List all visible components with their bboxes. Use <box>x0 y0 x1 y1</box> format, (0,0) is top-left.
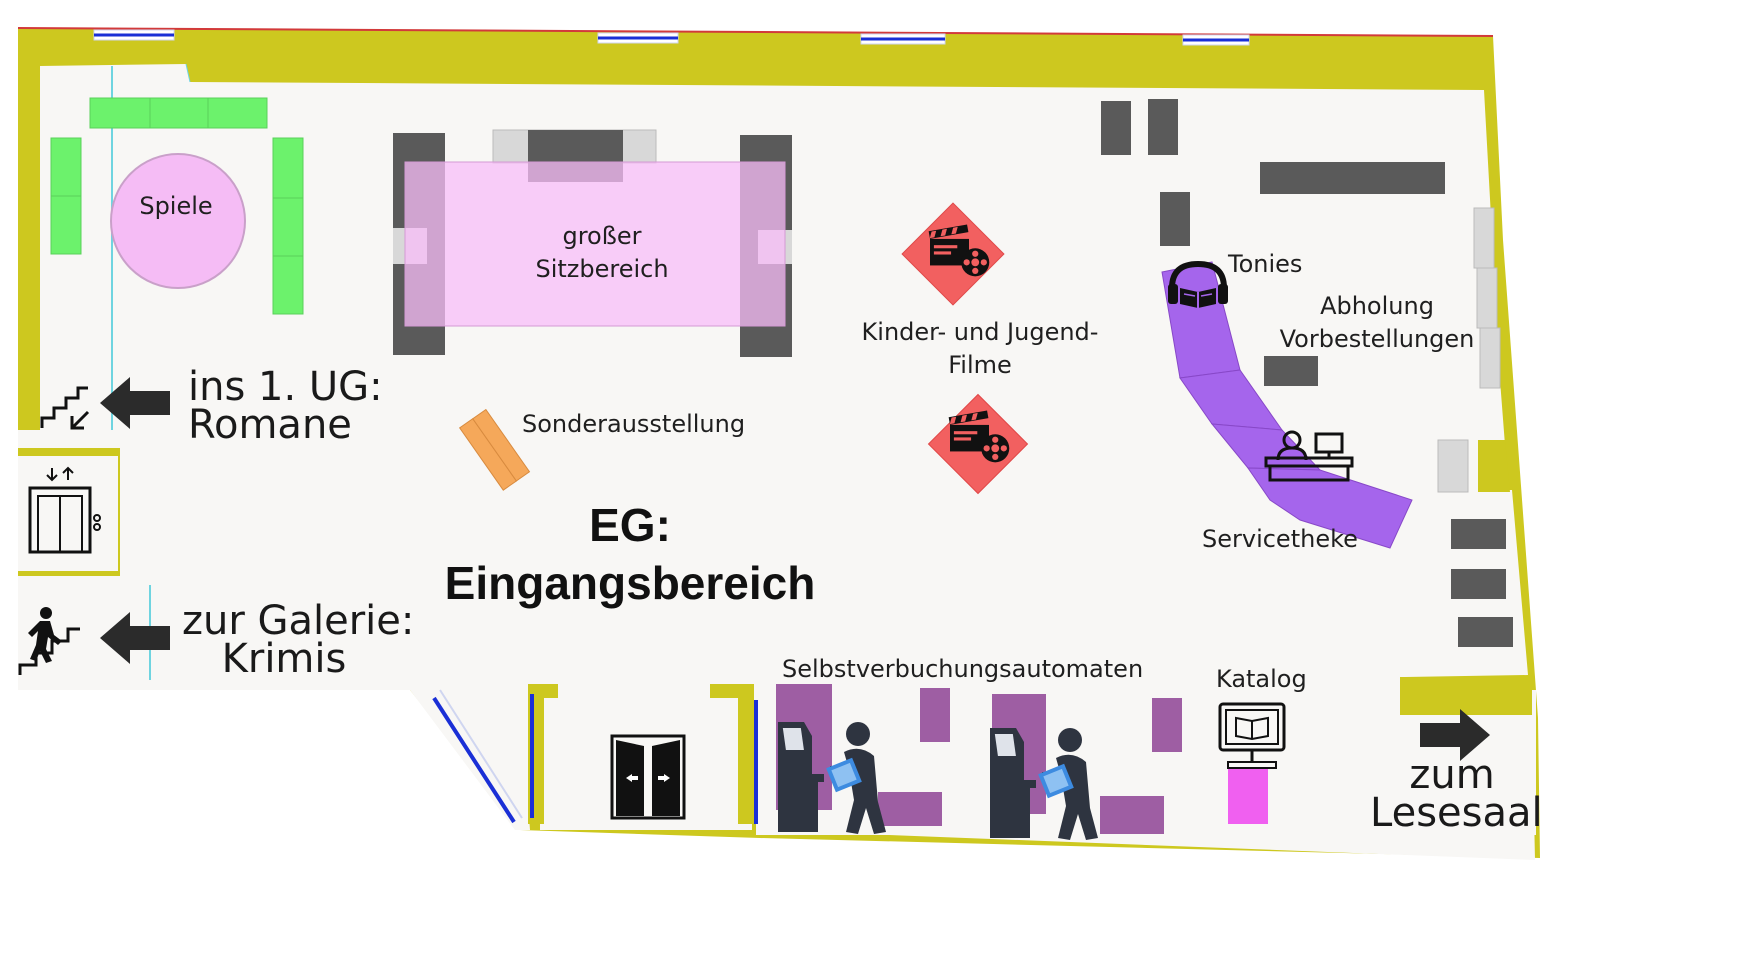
games-area <box>50 97 304 315</box>
elevator-icon <box>28 466 101 554</box>
direction-reading-room-line2: Lesesaal <box>1370 790 1543 836</box>
stairs-down-icon <box>40 386 90 430</box>
label-service-desk: Servicetheke <box>1202 525 1358 553</box>
arrow-left-icon <box>100 612 170 664</box>
windows <box>93 29 1250 824</box>
direction-reading-room: zum Lesesaal <box>1370 752 1543 836</box>
label-seating: großer Sitzbereich <box>502 220 702 286</box>
service-desk-icon <box>1264 430 1354 482</box>
label-self-checkout: Selbstverbuchungsautomaten <box>782 655 1144 683</box>
catalog-computer-icon <box>1218 702 1286 769</box>
direction-gallery: zur Galerie: Krimis <box>182 598 415 682</box>
map-title-line1: EG: <box>589 499 671 551</box>
film-marker-2 <box>927 393 1029 495</box>
film-marker-1 <box>901 202 1005 306</box>
label-exhibition: Sonderausstellung <box>522 410 746 438</box>
headphones-book-icon <box>1168 260 1228 308</box>
direction-basement-line2: Romane <box>188 402 352 448</box>
arrow-left-icon <box>100 377 170 429</box>
label-seating-line1: großer <box>562 222 642 250</box>
exhibition-shelf <box>458 408 531 491</box>
catalog-terminal <box>1228 768 1268 824</box>
direction-basement: ins 1. UG: Romane <box>188 364 383 448</box>
right-shelves <box>1101 99 1513 647</box>
seating-area <box>393 129 792 357</box>
label-films-line1: Kinder- und Jugend- <box>861 318 1099 346</box>
label-tonies: Tonies <box>1228 250 1303 278</box>
arrow-right-icon <box>1420 709 1490 761</box>
label-catalog: Katalog <box>1216 665 1307 693</box>
direction-gallery-line1: zur Galerie: <box>182 598 415 644</box>
label-pickup-line2: Vorbestellungen <box>1279 325 1475 353</box>
direction-basement-line1: ins 1. UG: <box>188 364 383 410</box>
direction-gallery-line2: Krimis <box>221 636 347 682</box>
door-icon <box>610 734 686 820</box>
label-films-line2: Filme <box>948 351 1012 379</box>
direction-reading-room-line1: zum <box>1409 752 1495 798</box>
label-films: Kinder- und Jugend- Filme <box>850 316 1110 382</box>
map-title: EG: Eingangsbereich <box>430 496 830 612</box>
label-pickup: Abholung Vorbestellungen <box>1270 290 1484 356</box>
label-games: Spiele <box>139 192 213 220</box>
map-title-line2: Eingangsbereich <box>444 557 816 609</box>
label-pickup-line1: Abholung <box>1320 292 1434 320</box>
stairs-up-icon <box>18 607 80 675</box>
label-seating-line2: Sitzbereich <box>535 255 669 283</box>
